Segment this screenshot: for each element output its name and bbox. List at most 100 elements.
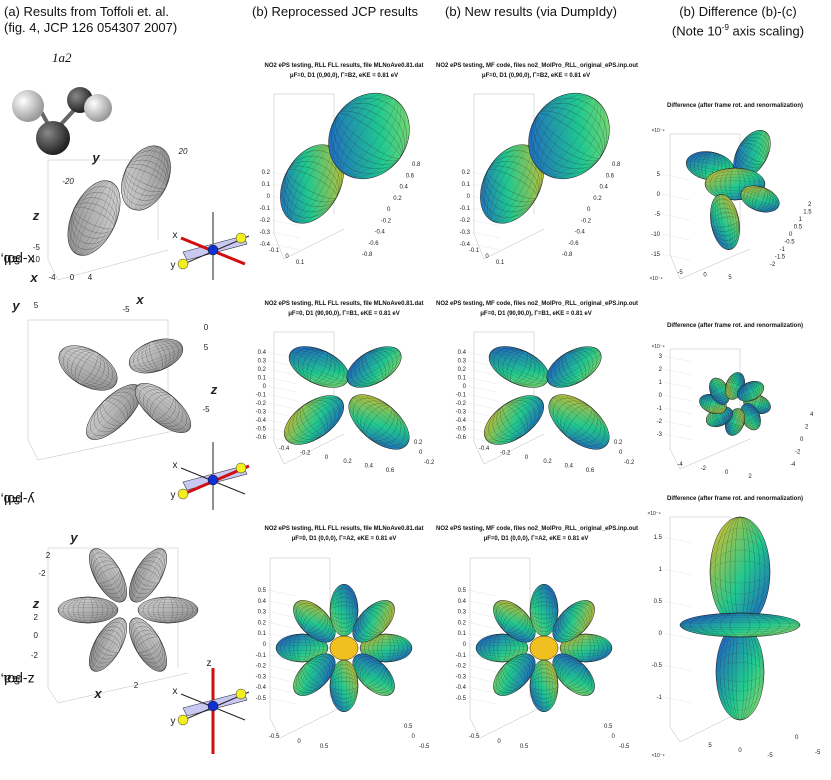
grid-line [267,368,297,376]
tick-label: 0 [70,273,75,282]
tick-label: 0.4 [258,599,267,605]
plot-title: Difference (after frame rot. and renorma… [666,323,804,329]
tick-label: -0.1 [469,248,480,254]
lobe-surface [710,194,740,250]
tick-label: -0.2 [260,218,271,224]
nitrogen-atom [207,700,219,712]
axis-letter: z [207,440,212,443]
gray-lobe [88,548,128,603]
grid-line [467,622,497,629]
tick-label: 0.6 [406,173,415,179]
tick-label: 0.2 [393,196,402,202]
grid-line [267,697,297,705]
lobe-mesh [529,663,559,708]
tick-label: -5 [122,305,130,314]
tick-label: 3 [659,354,663,360]
tick-label: -0.6 [256,435,267,441]
tick-label: -0.3 [456,410,467,416]
oxygen-atom [235,232,247,244]
tick-label: 1 [659,380,663,386]
axis-letter: z [32,208,40,223]
tick-label: 0 [738,748,742,754]
plot-title: Difference (after frame rot. and renorma… [666,103,804,109]
tick-label: 20 [178,147,188,156]
gray-lobe [128,338,184,374]
tick-label: 0.2 [258,367,267,373]
grid-line [47,259,59,281]
grid-line [267,402,297,410]
axis-triad-icon: zxy [171,660,250,754]
grid-line [271,219,301,227]
tick-label: -4 [677,462,683,468]
axis-letter: x [29,270,38,285]
lobe [288,346,350,388]
tick-label: 0.1 [458,631,467,637]
lobe-surface [128,338,184,374]
tick-label: 0 [325,455,329,461]
grid-line [467,611,497,618]
gray-lobe [67,180,121,256]
lobe-mesh [679,615,801,635]
tick-label: 0.2 [458,620,467,626]
axis-letter: z [32,596,40,611]
lobe-mesh [352,397,406,447]
tick-label: 0.3 [458,359,467,365]
gray-lobe [121,145,171,211]
grid-line [267,687,297,694]
tick-label: -0.2 [456,401,467,407]
tick-label: -0.8 [562,252,573,258]
tick-label: -5 [33,243,41,252]
tick-label: -0.3 [256,674,267,680]
tick-label: -0.1 [260,206,271,212]
axis-letter: z [207,660,212,669]
lobe [293,653,336,696]
lobe-mesh [90,548,126,602]
lobe-orange [480,144,544,224]
lobe [475,633,529,663]
tick-label: 0 [285,254,289,260]
molecule-label: 1a2 [52,50,72,65]
jcp-plot-z: 0.50.40.30.20.10-0.1-0.2-0.3-0.4-0.5-0.5… [256,557,430,750]
lobe-mesh [712,194,738,250]
lobe-mesh [353,654,394,695]
tick-label: 0.5 [604,724,613,730]
lobe-mesh [350,348,398,386]
grid-line [473,233,485,260]
tick-label: -0.2 [456,664,467,670]
lobe-mesh [91,621,125,668]
lobe [559,633,613,663]
tick-label: -15 [651,252,660,258]
tick-label: -20 [62,177,74,186]
tick-label: 0.1 [258,376,267,382]
tick-label: 1 [799,217,803,223]
axis-exponent: ×10⁻⁹ [651,753,664,759]
tick-label: -0.5 [784,240,795,246]
grid-line [679,248,751,280]
axis-letter: x [173,460,178,471]
tick-label: 1.5 [803,210,812,216]
lobe-mesh [130,618,166,672]
axis-exponent: ×10⁻⁹ [651,344,664,350]
grid-line [267,676,297,683]
diff-plot-z: ×10⁻⁹1.510.50-0.5-150-50-5×10⁻⁹ [647,511,821,759]
tick-label: 0 [795,735,799,741]
tick-label: -0.4 [279,446,290,452]
molecule-image [12,87,112,155]
tick-label: -0.6 [456,435,467,441]
lobe-mesh [62,596,114,624]
grid-line [661,253,691,261]
tick-label: -1 [780,247,786,253]
lobe-mesh [70,180,118,256]
grid-line [669,253,681,280]
tick-label: 0 [387,207,391,213]
tick-label: -0.5 [652,663,663,669]
grid-line [479,707,541,739]
tick-label: 0.1 [462,182,471,188]
lobe-mesh [549,395,609,449]
oxygen-atom [235,462,247,474]
oxygen-atom [36,121,70,155]
tick-label: -0.2 [381,218,392,224]
tick-label: 2 [808,202,812,208]
tick-label: -0.4 [460,242,471,248]
